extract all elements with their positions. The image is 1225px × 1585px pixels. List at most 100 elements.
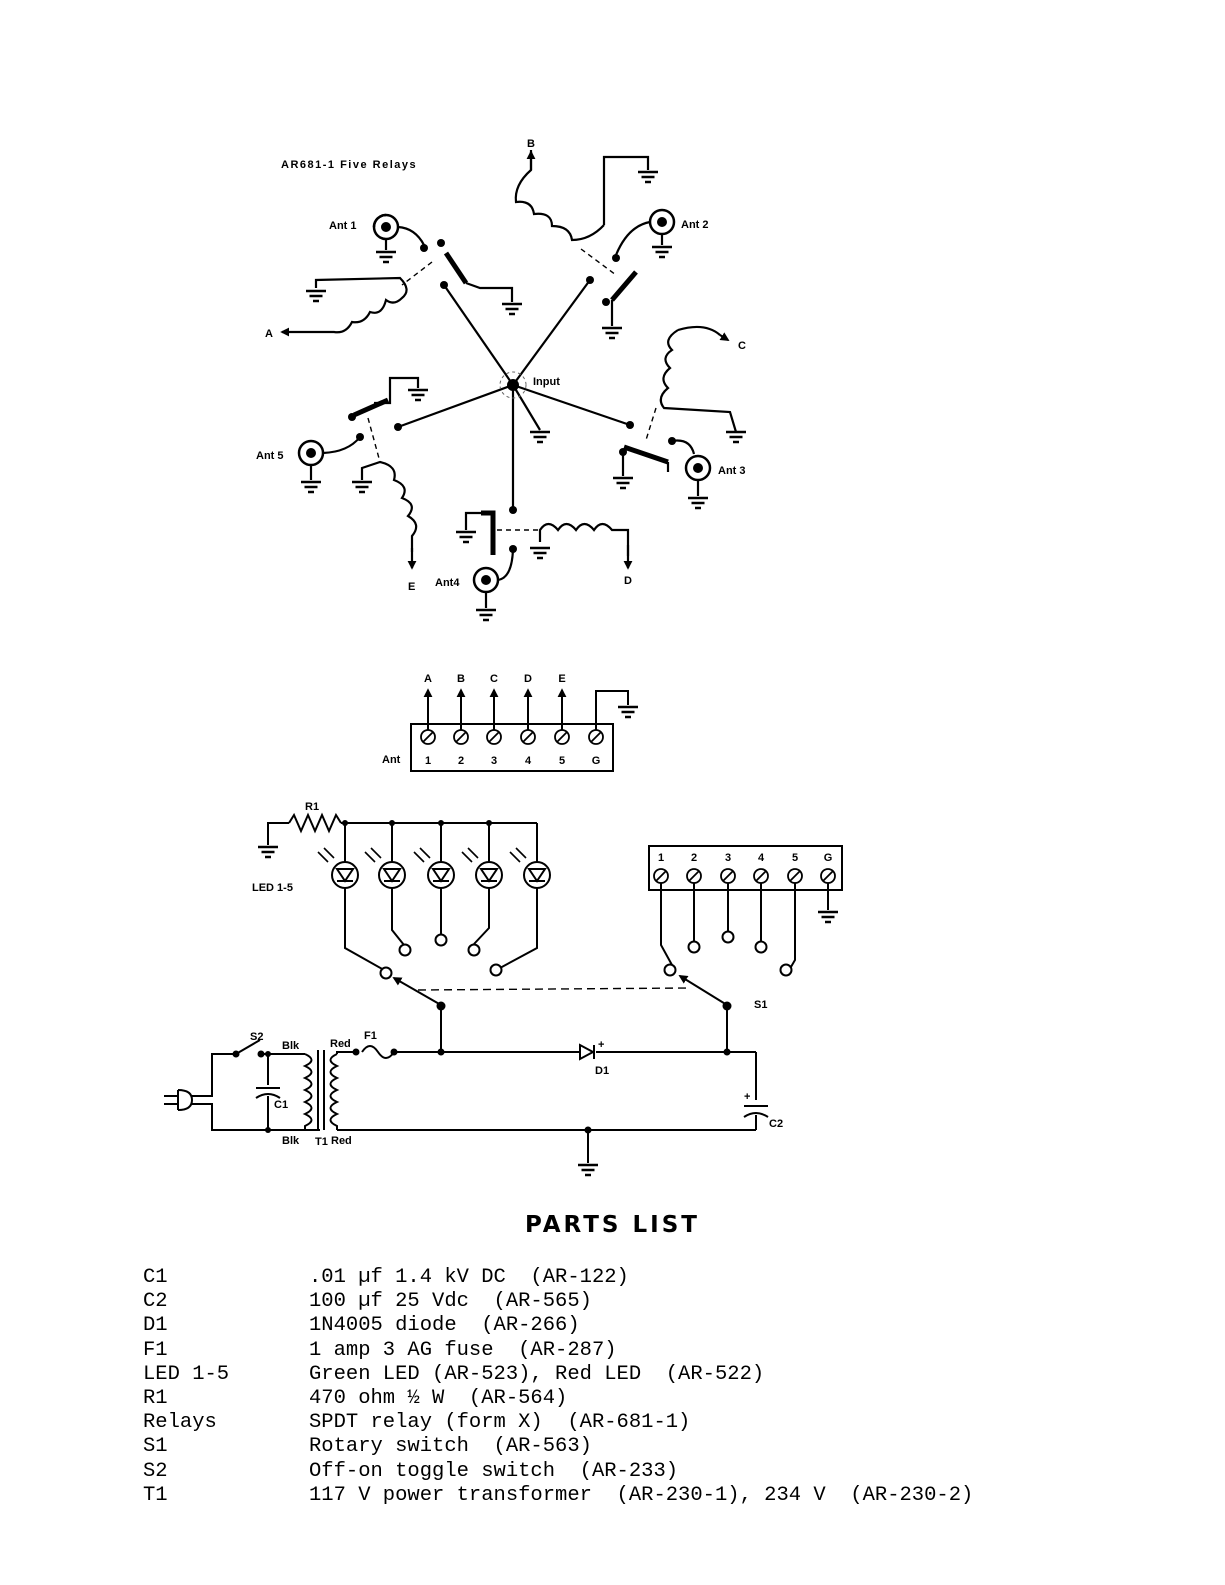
coil-lead-a-label: A	[265, 328, 273, 340]
d1-label: D1	[595, 1065, 609, 1077]
control-terminal-3: 3	[725, 852, 731, 864]
control-terminal-g: G	[824, 852, 833, 864]
control-terminal-4: 4	[758, 852, 765, 864]
part-desc: 1 amp 3 AG fuse (AR-287)	[309, 1338, 617, 1362]
ground-symbol	[600, 326, 624, 340]
part-desc: 100 µf 25 Vdc (AR-565)	[309, 1290, 592, 1314]
strip-number-2: 2	[458, 755, 464, 767]
part-ref: S1	[143, 1435, 168, 1459]
parts-list-item: C1 .01 µf 1.4 kV DC (AR-122)	[143, 1266, 973, 1290]
coil-lead-b-label: B	[527, 138, 535, 150]
part-ref: LED 1-5	[143, 1362, 230, 1386]
relay-5-arm	[352, 397, 390, 418]
ground-symbol	[256, 845, 280, 859]
strip-arrow-c: C	[490, 673, 498, 685]
ant2-label: Ant 2	[681, 219, 709, 231]
relay-2-coil	[514, 150, 605, 242]
ant1-label: Ant 1	[329, 220, 357, 232]
transformer-secondary	[329, 1053, 340, 1130]
strip-number-5: 5	[559, 755, 565, 767]
ground-symbol	[650, 245, 674, 259]
ground-symbol	[611, 476, 635, 490]
ground-symbol	[299, 480, 323, 494]
relay-3-coil	[659, 325, 738, 433]
r1-label: R1	[305, 801, 319, 813]
relay-1-arm	[443, 251, 469, 285]
wire-red-bottom: Red	[331, 1135, 352, 1147]
strip-arrow-b: B	[457, 673, 465, 685]
coil-lead-e-label: E	[408, 581, 415, 593]
part-desc: Off-on toggle switch (AR-233)	[309, 1459, 679, 1483]
strip-arrow-e: E	[558, 673, 565, 685]
s1-gang-link	[417, 987, 691, 991]
led-4	[475, 861, 503, 889]
d1-plus: +	[598, 1039, 604, 1051]
part-desc: .01 µf 1.4 kV DC (AR-122)	[309, 1266, 629, 1289]
relay-1-coil	[288, 276, 408, 334]
relay-4-coil	[538, 522, 630, 556]
relay-5-coil	[360, 460, 418, 552]
ground-symbol	[304, 289, 328, 303]
wire-blk-top: Blk	[282, 1040, 300, 1052]
resistor-r1	[288, 812, 342, 834]
wire-red-top: Red	[330, 1038, 351, 1050]
parts-list-item: S1 Rotary switch (AR-563)	[143, 1435, 973, 1459]
strip-arrow-d: D	[524, 673, 532, 685]
ant4-label: Ant4	[435, 577, 460, 589]
ground-symbol	[500, 302, 524, 316]
strip-number-1: 1	[425, 755, 431, 767]
ground-symbol	[528, 430, 552, 444]
part-ref: T1	[143, 1483, 168, 1507]
s1-left-deck	[379, 933, 503, 980]
ant5-label: Ant 5	[256, 450, 284, 462]
relay-1: Ant 1 A	[265, 213, 524, 340]
terminal-strip-label: Ant	[382, 754, 401, 766]
ground-symbol	[686, 496, 710, 510]
coil-lead-c-label: C	[738, 340, 746, 352]
antenna-terminal-strip: Ant A B C D E 1 2 3 4 5	[382, 673, 640, 772]
led-2	[378, 861, 406, 889]
control-terminal-1: 1	[658, 852, 664, 864]
t1-label: T1	[315, 1136, 328, 1148]
ground-symbol	[406, 388, 430, 402]
part-desc: 1N4005 diode (AR-266)	[309, 1314, 580, 1338]
part-ref: C1	[143, 1266, 168, 1289]
terminal-strip-body	[410, 723, 614, 772]
ant3-label: Ant 3	[718, 465, 746, 477]
schematic-diagram: AR681-1 Five Relays Input Ant 1	[164, 138, 843, 1177]
part-desc: 470 ohm ½ W (AR-564)	[309, 1386, 568, 1410]
parts-list-item: Relays SPDT relay (form X) (AR-681-1)	[143, 1411, 973, 1435]
relay-board: AR681-1 Five Relays Input Ant 1	[256, 138, 748, 622]
fuse-f1	[361, 1045, 395, 1059]
coil-lead-d-label: D	[624, 575, 632, 587]
input-label: Input	[533, 376, 560, 388]
part-ref: Relays	[143, 1411, 217, 1435]
relay-board-title: AR681-1 Five Relays	[281, 159, 417, 171]
part-desc: SPDT relay (form X) (AR-681-1)	[309, 1411, 691, 1435]
ground-symbol	[350, 480, 374, 494]
c2-plus: +	[744, 1091, 750, 1103]
c1-label: C1	[274, 1099, 288, 1111]
s1-right-deck	[663, 930, 793, 977]
relay-2-arm	[610, 270, 638, 302]
led-3	[427, 861, 455, 889]
ground-symbol	[454, 530, 478, 544]
parts-list-item: R1 470 ohm ½ W (AR-564)	[143, 1387, 973, 1411]
led-label: LED 1-5	[252, 882, 293, 894]
control-terminal-strip	[648, 845, 843, 891]
led-5	[523, 861, 551, 889]
strip-number-3: 3	[491, 755, 497, 767]
strip-number-4: 4	[525, 755, 532, 767]
part-ref: R1	[143, 1386, 168, 1410]
wire-blk-bottom: Blk	[282, 1135, 300, 1147]
part-desc: Rotary switch (AR-563)	[309, 1435, 592, 1459]
s1-label: S1	[754, 999, 767, 1011]
relay-5: Ant 5 E	[256, 376, 514, 593]
input-node-halo	[499, 371, 527, 399]
